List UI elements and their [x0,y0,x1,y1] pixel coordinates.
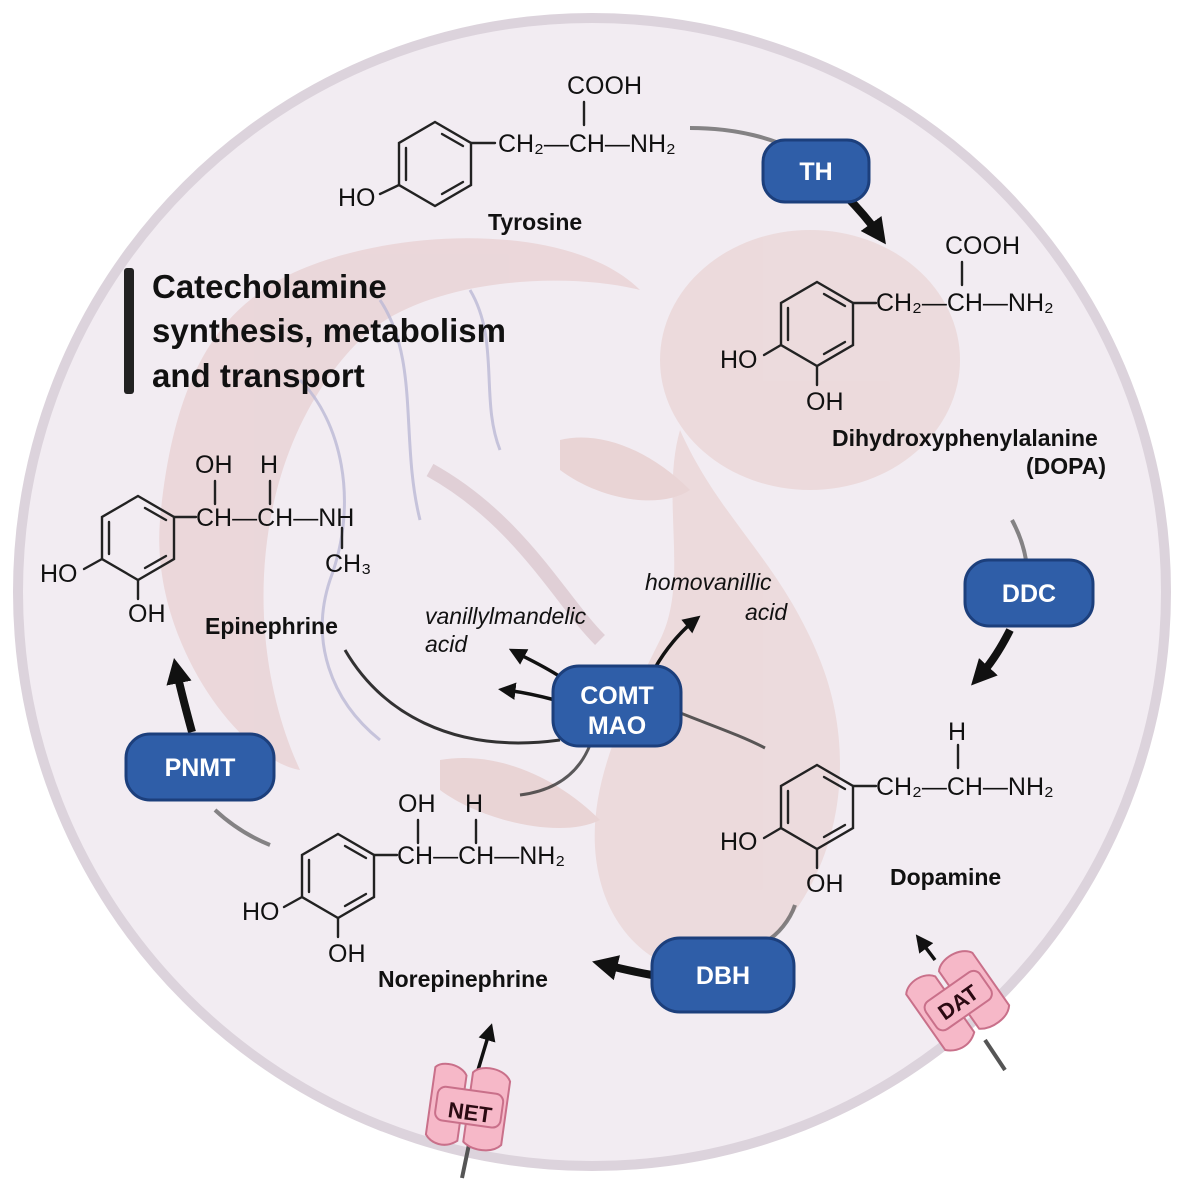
dopamine-h: H [948,718,966,746]
tyrosine-label: Tyrosine [488,209,582,235]
enzyme-pnmt-label: PNMT [165,754,236,782]
epinephrine-ch3: CH₃ [325,550,371,578]
dopamine-structure: H HO OH CH₂—CH—NH₂ Dopamine [720,718,1054,898]
dopa-label-line-2: (DOPA) [1026,453,1106,479]
fetus-illustration [159,230,960,973]
vma-label-line-1: vanillylmandelic [425,603,587,629]
arrow-to-hva [653,615,701,669]
norepinephrine-oh: OH [328,940,366,968]
enzyme-pnmt: PNMT [124,732,276,802]
tyrosine-chain: CH₂—CH—NH₂ [498,130,676,158]
epinephrine-chain: CH—CH—NH [196,504,354,532]
enzyme-comt-label: COMT [580,682,654,710]
dopamine-oh: OH [806,870,844,898]
enzyme-dbh: DBH [650,936,796,1014]
dopa-cooh: COOH [945,232,1020,260]
dopa-oh: OH [806,388,844,416]
epinephrine-label: Epinephrine [205,613,338,639]
dopa-structure: HO OH COOH CH₂—CH—NH₂ Dihydroxyphenylala… [720,232,1106,479]
arrow-dbh-to-norepinephrine [592,955,653,981]
title-bar [124,268,134,394]
norepinephrine-label: Norepinephrine [378,966,548,992]
enzyme-ddc: DDC [963,558,1095,628]
norepinephrine-structure: OH H CH—CH—NH₂ HO OH Norepinephrine [242,790,565,992]
line-epinephrine-to-comt [343,649,561,745]
tyrosine-ho: HO [338,184,376,212]
arrow-to-vma-2 [498,682,556,702]
epinephrine-h: H [260,451,278,479]
dopamine-chain: CH₂—CH—NH₂ [876,773,1054,801]
enzyme-mao-label: MAO [588,712,646,740]
line-norepinephrine-to-comt [519,744,592,797]
norepinephrine-ho: HO [242,898,280,926]
epinephrine-oh-top: OH [195,451,233,479]
tyrosine-cooh: COOH [567,72,642,100]
epinephrine-oh: OH [128,600,166,628]
title-line-2: synthesis, metabolism [152,312,506,349]
title-line-1: Catecholamine [152,268,387,305]
enzyme-comt-mao: COMT MAO [551,664,683,748]
enzyme-ddc-label: DDC [1002,580,1056,608]
hva-label-line-1: homovanillic [645,569,772,595]
net-transporter: NET [424,1023,512,1179]
arrow-pnmt-to-epinephrine [166,657,196,734]
epinephrine-ho: HO [40,560,78,588]
arrow-ddc-to-dopamine [971,628,1014,686]
enzyme-th-label: TH [799,158,832,186]
dopa-chain: CH₂—CH—NH₂ [876,289,1054,317]
dopa-ho: HO [720,346,758,374]
net-label: NET [446,1097,494,1128]
title-line-3: and transport [152,357,365,394]
hva-label-line-2: acid [745,599,788,625]
norepinephrine-h: H [465,790,483,818]
norepinephrine-oh-top: OH [398,790,436,818]
vma-label-line-2: acid [425,631,468,657]
dopamine-label: Dopamine [890,864,1001,890]
dat-transporter: DAT [905,934,1011,1072]
dopamine-ho: HO [720,828,758,856]
line-dopamine-to-comt [677,710,766,750]
tyrosine-structure: HO COOH CH₂—CH—NH₂ Tyrosine [338,72,676,235]
norepinephrine-chain: CH—CH—NH₂ [397,842,565,870]
arrow-dopa-to-ddc [1010,519,1028,561]
enzyme-dbh-label: DBH [696,962,750,990]
enzyme-th: TH [761,138,871,204]
epinephrine-structure: OH H CH—CH—NH CH₃ HO OH Epinephrine [40,451,371,639]
dopa-label-line-1: Dihydroxyphenylalanine [832,425,1098,451]
diagram-title: Catecholamine synthesis, metabolism and … [124,268,506,394]
arrow-norepinephrine-to-pnmt [213,808,271,847]
